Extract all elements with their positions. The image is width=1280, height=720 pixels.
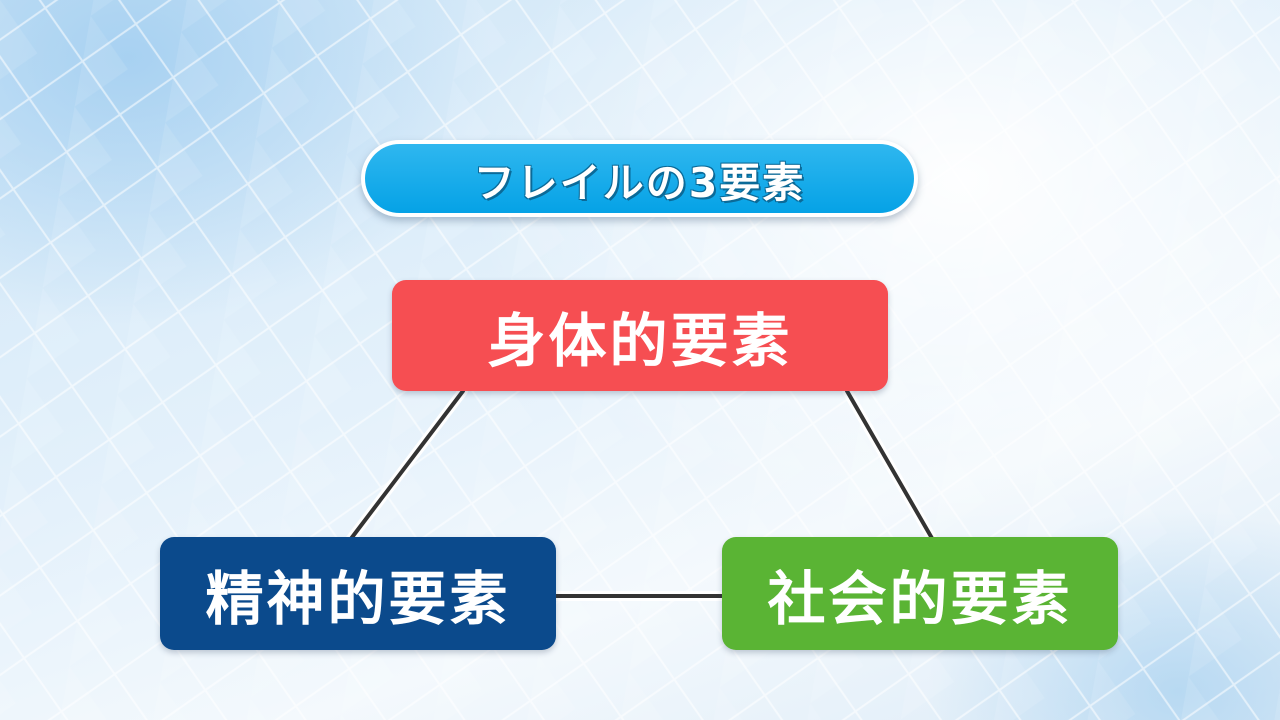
- node-physical-element: 身体的要素: [392, 280, 888, 391]
- diagram-title: フレイルの3要素: [473, 158, 806, 207]
- node-physical-label: 身体的要素: [487, 306, 793, 375]
- node-mental-label: 精神的要素: [205, 564, 511, 633]
- connector-physical-mental: [348, 389, 465, 542]
- node-mental-element: 精神的要素: [160, 537, 556, 650]
- node-social-label: 社会的要素: [767, 564, 1073, 633]
- title-badge-inner: フレイルの3要素: [365, 144, 914, 213]
- connector-physical-social: [845, 389, 935, 542]
- node-social-element: 社会的要素: [722, 537, 1118, 650]
- title-badge: フレイルの3要素: [361, 140, 918, 217]
